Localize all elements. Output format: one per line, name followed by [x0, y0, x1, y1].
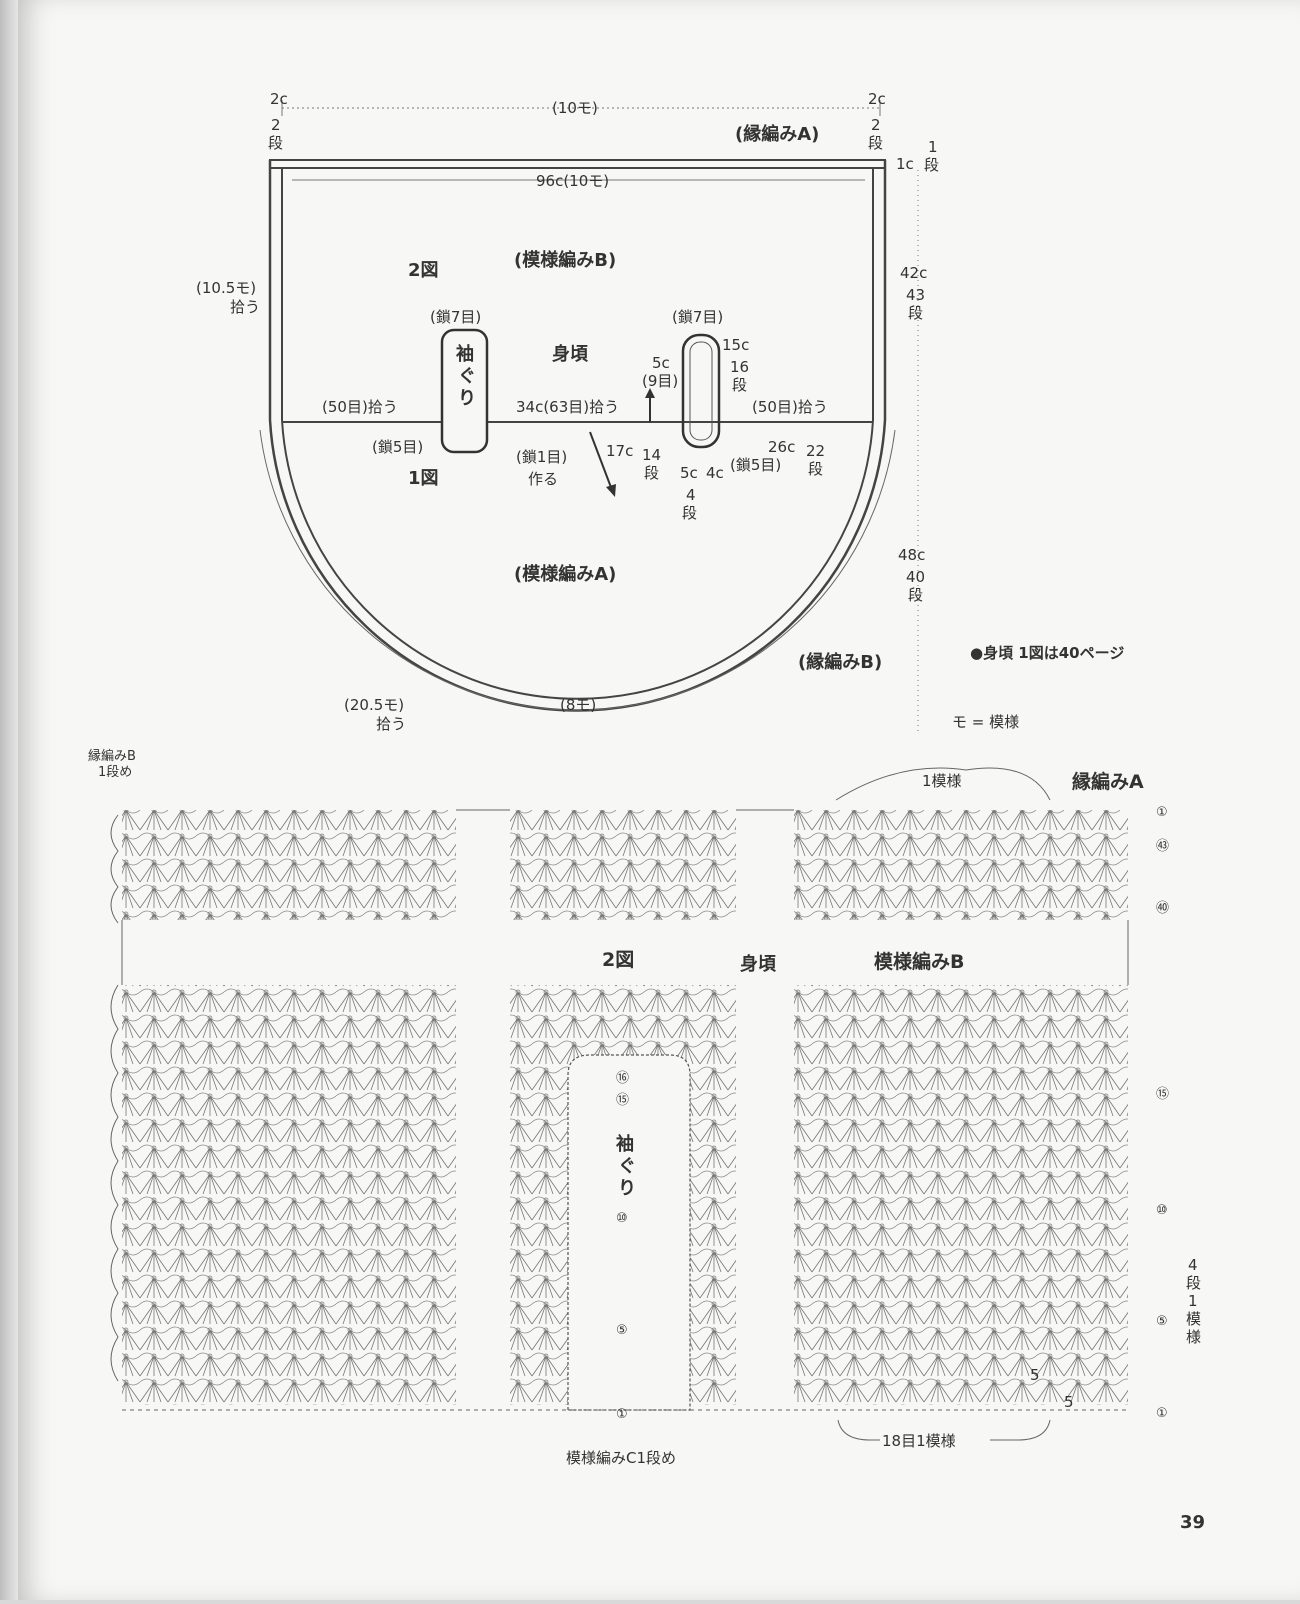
label-20-5mo: (20.5モ) — [344, 696, 404, 714]
label-50me-right: (50目)拾う — [752, 398, 828, 416]
label-2c-left: 2c — [270, 90, 288, 108]
label-legend: モ = 模様 — [952, 713, 1019, 731]
label-moyou-b-chart: 模様編みB — [874, 950, 964, 973]
label-26c: 26c — [768, 438, 795, 456]
row-marker-center: ① — [616, 1407, 628, 1422]
label-sodeguri-top: 袖ぐり — [456, 343, 476, 409]
label-17c: 17c — [606, 442, 633, 460]
label-sodeguri-chart: 袖ぐり — [616, 1133, 636, 1199]
armhole-cutout — [567, 1054, 691, 1411]
row-marker-center: ⑤ — [616, 1323, 628, 1338]
label-50me-left: (50目)拾う — [322, 398, 398, 416]
row-marker-right: ① — [1156, 805, 1168, 820]
row-marker-right: ⑤ — [1156, 1314, 1168, 1329]
label-8mo: (8モ) — [560, 696, 596, 714]
row-marker-center: ⑮ — [616, 1093, 629, 1108]
label-moyou-c: 模様編みC1段め — [566, 1449, 676, 1467]
label-enami-a-top: (縁編みA) — [735, 123, 819, 145]
label-moyou-a-top: (模様編みA) — [514, 563, 616, 585]
row-marker-right: ⑮ — [1156, 1087, 1169, 1102]
page-number: 39 — [1180, 1512, 1205, 1533]
label-10-5mo: (10.5モ) — [196, 279, 256, 297]
chart-upper-right — [794, 810, 1128, 920]
label-9me: (9目) — [642, 372, 678, 390]
label-42c: 42c — [900, 264, 927, 282]
label-96c: 96c(10モ) — [536, 172, 609, 190]
label-1c: 1c — [896, 155, 914, 173]
label-15c: 15c — [722, 336, 749, 354]
chart-upper-center — [510, 810, 736, 920]
row-marker-right: ⑩ — [1156, 1203, 1168, 1218]
label-1moyou: 1模様 — [922, 772, 962, 790]
row-marker-right: ① — [1156, 1406, 1168, 1421]
label-1zu-top: 1図 — [408, 468, 439, 489]
label-2zu-top: 2図 — [408, 260, 439, 281]
label-48c: 48c — [898, 546, 925, 564]
label-sa1: (鎖1目) — [516, 448, 567, 466]
label-sa7-right: (鎖7目) — [672, 308, 723, 326]
label-migoro-top: 身頃 — [552, 343, 589, 365]
label-enami-b-top: (縁編みB) — [798, 651, 882, 673]
row-marker-right: ㊸ — [1156, 839, 1169, 854]
label-5c-b: 5c — [680, 464, 698, 482]
book-gutter — [0, 0, 18, 1600]
row-marker-right: ㊵ — [1156, 901, 1169, 916]
label-hirou-2: 拾う — [376, 715, 406, 733]
row-marker-center: ⑯ — [616, 1071, 629, 1086]
label-sa5-right: (鎖5目) — [730, 456, 781, 474]
label-5-a: 5 — [1030, 1366, 1040, 1384]
label-moyou-b-top: (模様編みB) — [514, 249, 616, 271]
label-2c-right: 2c — [868, 90, 886, 108]
chart-lower-left — [122, 985, 456, 1405]
row-marker-center: ⑩ — [616, 1211, 628, 1226]
label-enami-a-chart: 縁編みA — [1072, 770, 1144, 793]
label-sa7-left: (鎖7目) — [430, 308, 481, 326]
chart-upper-left — [122, 810, 456, 920]
label-note: ●身頃 1図は40ページ — [970, 644, 1124, 662]
label-10mo-top: (10モ) — [552, 99, 598, 117]
chart-lower-right — [794, 985, 1128, 1405]
label-5c: 5c — [652, 354, 670, 372]
label-5-b: 5 — [1064, 1393, 1074, 1411]
label-18me: 18目1模様 — [882, 1432, 956, 1450]
label-hirou-1: 拾う — [230, 298, 260, 316]
label-migoro-chart: 身頃 — [740, 953, 777, 975]
label-34c: 34c(63目)拾う — [516, 398, 619, 416]
label-2zu-chart: 2図 — [602, 949, 634, 971]
label-4c: 4c — [706, 464, 724, 482]
label-tsukuru: 作る — [528, 470, 558, 488]
label-sa5-left: (鎖5目) — [372, 438, 423, 456]
